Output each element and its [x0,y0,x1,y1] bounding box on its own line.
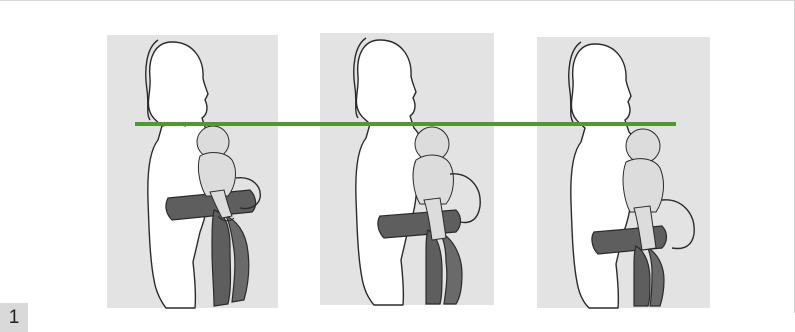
panel-baby-high [107,35,278,308]
step-number-badge: 1 [0,303,28,332]
panel-baby-middle [320,33,494,305]
panel-baby-low [537,37,710,308]
figure-illustration [0,0,795,313]
